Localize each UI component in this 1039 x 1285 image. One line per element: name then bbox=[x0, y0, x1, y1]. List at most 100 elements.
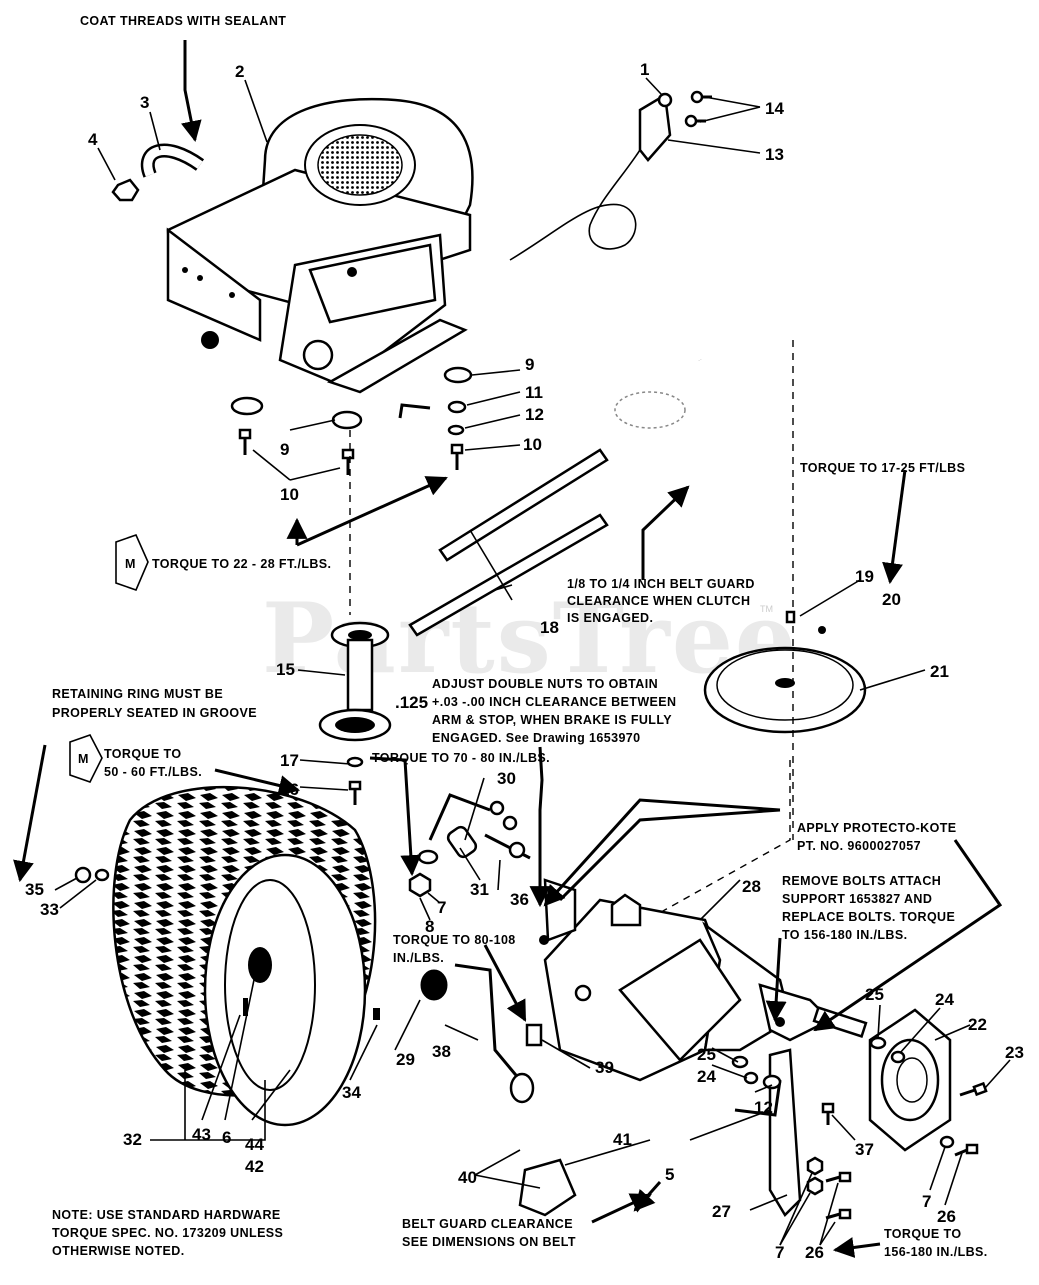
shift-lever bbox=[454, 963, 522, 1081]
callout-33: 33 bbox=[40, 900, 59, 919]
callout-4: 4 bbox=[88, 130, 98, 149]
callout-29: 29 bbox=[396, 1050, 415, 1069]
callout-27: 27 bbox=[712, 1202, 731, 1221]
part-callouts: 1 2 3 4 14 13 9 11 12 10 9 10 19 20 18 2… bbox=[25, 60, 1024, 1262]
callout-35: 35 bbox=[25, 880, 44, 899]
callout-25a: 25 bbox=[865, 985, 884, 1004]
belt-guard-lower bbox=[408, 513, 609, 637]
callout-19: 19 bbox=[855, 567, 874, 586]
note-torque-156-line1: TORQUE TO bbox=[884, 1227, 961, 1241]
note-coat-threads: COAT THREADS WITH SEALANT bbox=[80, 14, 286, 28]
note-adjust-line2: +.03 -.00 INCH CLEARANCE BETWEEN bbox=[432, 695, 676, 709]
wheel-tire-assembly bbox=[112, 785, 377, 1127]
callout-42: 42 bbox=[245, 1157, 264, 1176]
note-belt-guard-line2: CLEARANCE WHEN CLUTCH bbox=[567, 594, 750, 608]
flange-plate bbox=[868, 1008, 952, 1152]
callout-17: 17 bbox=[280, 751, 299, 770]
belt-guard-upper bbox=[438, 448, 609, 562]
callout-40: 40 bbox=[458, 1168, 477, 1187]
callout-28: 28 bbox=[742, 877, 761, 896]
callout-14: 14 bbox=[765, 99, 784, 118]
note-retaining-line2: PROPERLY SEATED IN GROOVE bbox=[52, 706, 257, 720]
callout-9b: 9 bbox=[525, 355, 534, 374]
callout-12a: 12 bbox=[525, 405, 544, 424]
callout-13: 13 bbox=[765, 145, 784, 164]
callout-26b: 26 bbox=[805, 1243, 824, 1262]
spacer-right bbox=[443, 366, 473, 384]
note-protecto-line2: PT. NO. 9600027057 bbox=[797, 839, 921, 853]
callout-18: 18 bbox=[540, 618, 559, 637]
nut-part-4 bbox=[111, 178, 140, 202]
bolts-part-10 bbox=[238, 428, 464, 475]
callout-37: 37 bbox=[855, 1140, 874, 1159]
svg-text:M: M bbox=[78, 752, 89, 766]
callout-44: 44 bbox=[245, 1135, 264, 1154]
svg-text:M: M bbox=[125, 557, 136, 571]
note-torque-50-60-line1: TORQUE TO bbox=[104, 747, 181, 761]
note-torque-17-25: TORQUE TO 17-25 FT/LBS bbox=[800, 461, 965, 475]
note-torque-156-line2: 156-180 IN./LBS. bbox=[884, 1245, 988, 1259]
note-standard-line3: OTHERWISE NOTED. bbox=[52, 1244, 185, 1258]
note-remove-line3: REPLACE BOLTS. TORQUE bbox=[782, 910, 955, 924]
spacer-center bbox=[331, 410, 363, 430]
note-remove-line1: REMOVE BOLTS ATTACH bbox=[782, 874, 941, 888]
callout-38: 38 bbox=[432, 1042, 451, 1061]
note-belt-guard-line3: IS ENGAGED. bbox=[567, 611, 653, 625]
callout-5: 5 bbox=[665, 1165, 674, 1184]
callout-9a: 9 bbox=[280, 440, 289, 459]
watermark-trademark: TM bbox=[760, 604, 773, 614]
drive-belt bbox=[649, 298, 872, 472]
callout-1: 1 bbox=[640, 60, 649, 79]
callout-8: 8 bbox=[425, 917, 434, 936]
note-torque-80-108-line2: IN./LBS. bbox=[393, 951, 444, 965]
note-adjust-line1: ADJUST DOUBLE NUTS TO OBTAIN bbox=[432, 677, 658, 691]
engine-pulley bbox=[318, 621, 392, 742]
note-torque-22-28: TORQUE TO 22 - 28 FT./LBS. bbox=[152, 557, 331, 571]
control-cable bbox=[509, 149, 641, 261]
transmission-pulley bbox=[703, 646, 867, 734]
note-protecto-line1: APPLY PROTECTO-KOTE bbox=[797, 821, 956, 835]
callout-10a: 10 bbox=[280, 485, 299, 504]
callout-24a: 24 bbox=[935, 990, 954, 1009]
callout-7a: 7 bbox=[437, 898, 446, 917]
callout-2: 2 bbox=[235, 62, 244, 81]
callout-22: 22 bbox=[968, 1015, 987, 1034]
brake-arm bbox=[768, 1048, 802, 1218]
annotation-notes: COAT THREADS WITH SEALANT TORQUE TO 17-2… bbox=[52, 14, 988, 1259]
note-belt-dim-line1: BELT GUARD CLEARANCE bbox=[402, 1217, 573, 1231]
callout-36: 36 bbox=[510, 890, 529, 909]
note-torque-50-60-line2: 50 - 60 FT./LBS. bbox=[104, 765, 202, 779]
callout-39: 39 bbox=[595, 1058, 614, 1077]
note-torque-80-108-line1: TORQUE TO 80-108 bbox=[393, 933, 516, 947]
note-standard-line2: TORQUE SPEC. NO. 173209 UNLESS bbox=[52, 1226, 283, 1240]
callout-21: 21 bbox=[930, 662, 949, 681]
callout-23: 23 bbox=[1005, 1043, 1024, 1062]
callout-34: 34 bbox=[342, 1083, 361, 1102]
callout-30: 30 bbox=[497, 769, 516, 788]
callout-3: 3 bbox=[140, 93, 149, 112]
note-retaining-line1: RETAINING RING MUST BE bbox=[52, 687, 223, 701]
note-standard-line1: NOTE: USE STANDARD HARDWARE bbox=[52, 1208, 281, 1222]
m-torque-symbol-1: M bbox=[115, 534, 149, 592]
callout-20: 20 bbox=[882, 590, 901, 609]
callout-7b: 7 bbox=[775, 1243, 784, 1262]
callout-11: 11 bbox=[525, 383, 543, 402]
callout-32: 32 bbox=[123, 1130, 142, 1149]
note-torque-70-80: TORQUE TO 70 - 80 IN./LBS. bbox=[372, 751, 550, 765]
callout-16: 16 bbox=[280, 780, 299, 799]
callout-26a: 26 bbox=[937, 1207, 956, 1226]
note-belt-guard-line1: 1/8 TO 1/4 INCH BELT GUARD bbox=[567, 577, 755, 591]
note-remove-line4: TO 156-180 IN./LBS. bbox=[782, 928, 907, 942]
callout-15: 15 bbox=[276, 660, 295, 679]
callout-25b: 25 bbox=[697, 1045, 716, 1064]
engine-assembly bbox=[166, 97, 474, 394]
transmission-assembly bbox=[539, 878, 868, 1082]
mount-bracket-40 bbox=[518, 1158, 577, 1217]
callout-43: 43 bbox=[192, 1125, 211, 1144]
callout-7c: 7 bbox=[922, 1192, 931, 1211]
dimension-125: .125 bbox=[395, 693, 428, 712]
callout-31: 31 bbox=[470, 880, 489, 899]
leader-lines bbox=[13, 40, 1011, 1258]
callout-41: 41 bbox=[613, 1130, 632, 1149]
